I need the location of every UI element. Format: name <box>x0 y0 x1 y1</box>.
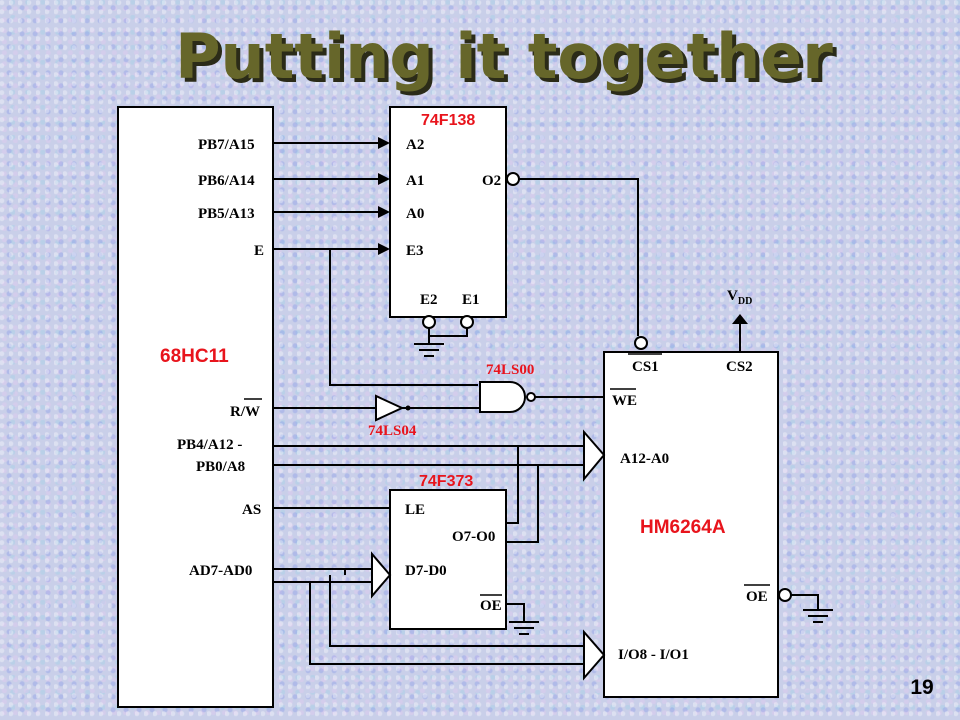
cs1-bubble <box>634 336 648 350</box>
memory-io-label: I/O8 - I/O1 <box>618 647 689 663</box>
wire-o-to-addr-2 <box>506 465 539 543</box>
latch-74f373-box <box>389 489 507 630</box>
wire-ad-io-2 <box>329 575 584 647</box>
memory-oe-bubble <box>778 588 792 602</box>
pin-pb6-label: PB6/A14 <box>198 173 255 189</box>
nand-gate-74ls00 <box>479 381 526 413</box>
wire-latch-oe-gnd <box>506 603 525 622</box>
e2-bubble <box>422 315 436 329</box>
pin-pb7-label: PB7/A15 <box>198 137 255 153</box>
decoder-name-label: 74F138 <box>421 112 475 129</box>
memory-we-label: WE <box>612 393 637 409</box>
latch-o-label: O7-O0 <box>452 529 495 545</box>
memory-hm6264a-box <box>603 351 779 698</box>
decoder-74f138-box <box>389 106 507 318</box>
pin-as-label: AS <box>242 502 261 518</box>
vdd-main-text: V <box>727 288 738 304</box>
arrow-io-bus <box>583 629 606 681</box>
memory-cs1-label: CS1 <box>632 359 659 375</box>
arrow-a1 <box>378 173 390 185</box>
decoder-a1-label: A1 <box>406 173 424 189</box>
vdd-sub-text: DD <box>738 296 752 307</box>
pin-pb4-label: PB4/A12 - <box>177 437 242 453</box>
o2-bubble <box>506 172 520 186</box>
arrow-addr-bus <box>583 429 606 482</box>
wire-e-ground <box>428 328 468 337</box>
inverter-74ls04 <box>375 394 405 422</box>
memory-cs2-label: CS2 <box>726 359 753 375</box>
latch-oe-label: OE <box>480 598 502 614</box>
memory-addr-label: A12-A0 <box>620 451 669 467</box>
memory-oe-label: OE <box>746 589 768 605</box>
vdd-label: VDD <box>727 288 752 307</box>
page-number: 19 <box>910 676 933 699</box>
wire-e-to-nand <box>329 249 478 386</box>
inverter-name-label: 74LS04 <box>368 423 417 439</box>
memory-name-label: HM6264A <box>640 517 726 538</box>
pin-ad-label: AD7-AD0 <box>189 563 252 579</box>
wire-o2-cs1 <box>519 178 639 336</box>
vdd-arrow <box>732 314 748 324</box>
pin-rw-label: R/W <box>230 404 260 420</box>
page-title-shadow: Putting it together <box>179 24 837 97</box>
decoder-a2-label: A2 <box>406 137 424 153</box>
ground-symbol-latch <box>509 621 539 635</box>
wire-memory-oe-gnd <box>791 594 819 610</box>
decoder-e1-label: E1 <box>462 292 480 308</box>
decoder-a0-label: A0 <box>406 206 424 222</box>
mcu-name-label: 68HC11 <box>160 346 229 367</box>
arrow-a2 <box>378 137 390 149</box>
mcu-68hc11-box <box>117 106 274 708</box>
latch-d-label: D7-D0 <box>405 563 447 579</box>
ground-symbol-decoder <box>414 336 444 357</box>
decoder-e2-label: E2 <box>420 292 438 308</box>
latch-name-label: 74F373 <box>419 473 473 490</box>
decoder-o2-label: O2 <box>482 173 501 189</box>
pin-pb0-label: PB0/A8 <box>196 459 245 475</box>
nand-bubble <box>526 392 536 402</box>
arrow-e3 <box>378 243 390 255</box>
address-wires <box>273 137 390 255</box>
latch-le-label: LE <box>405 502 425 518</box>
nand-name-label: 74LS00 <box>486 362 534 378</box>
decoder-e3-label: E3 <box>406 243 424 259</box>
wire-o-to-addr-1 <box>506 446 519 524</box>
ground-symbol-memory <box>803 609 833 623</box>
arrow-ad-d <box>371 551 392 599</box>
page-title: Putting it together <box>175 20 833 93</box>
pin-e-label: E <box>254 243 264 259</box>
inverter-dot <box>405 405 411 411</box>
e1-bubble <box>460 315 474 329</box>
wire-ad-io-1 <box>309 582 584 665</box>
pin-pb5-label: PB5/A13 <box>198 206 255 222</box>
arrow-a0 <box>378 206 390 218</box>
